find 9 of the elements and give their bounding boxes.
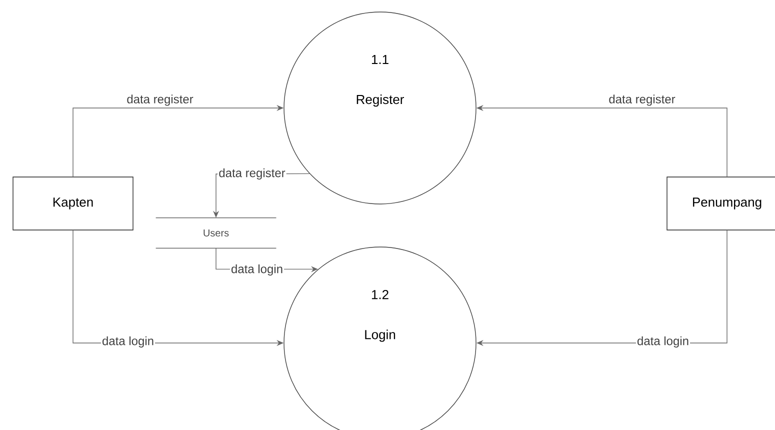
data-store: Users — [156, 217, 276, 248]
edge-label: data register — [126, 94, 194, 107]
edge-label: data login — [101, 335, 156, 349]
edge-label: data register — [218, 167, 286, 181]
entity-box: Penumpang — [666, 176, 775, 230]
edge-label: data register — [608, 94, 676, 107]
edge-label: data login — [636, 335, 690, 349]
edge-label: data login — [230, 263, 284, 277]
entity-box: Kapten — [12, 176, 134, 230]
